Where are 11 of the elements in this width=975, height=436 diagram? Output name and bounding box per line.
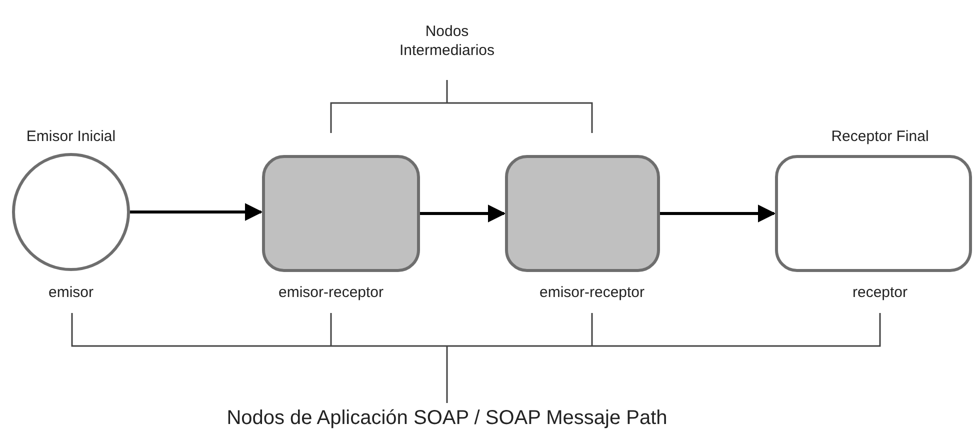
group-label: Nodos de Aplicación SOAP / SOAP Messaje Path: [226, 406, 668, 430]
node-heading: Emisor Inicial: [26, 128, 116, 146]
node-label: emisor-receptor: [278, 284, 384, 302]
group-label: Nodos Intermediarios: [398, 22, 496, 60]
node-label: emisor-receptor: [539, 284, 645, 302]
arrow: [660, 204, 776, 222]
node-label: emisor: [48, 284, 94, 302]
node-label: receptor: [852, 284, 908, 302]
arrow: [420, 204, 506, 222]
node-heading: Receptor Final: [831, 128, 929, 146]
arrow: [130, 203, 263, 221]
